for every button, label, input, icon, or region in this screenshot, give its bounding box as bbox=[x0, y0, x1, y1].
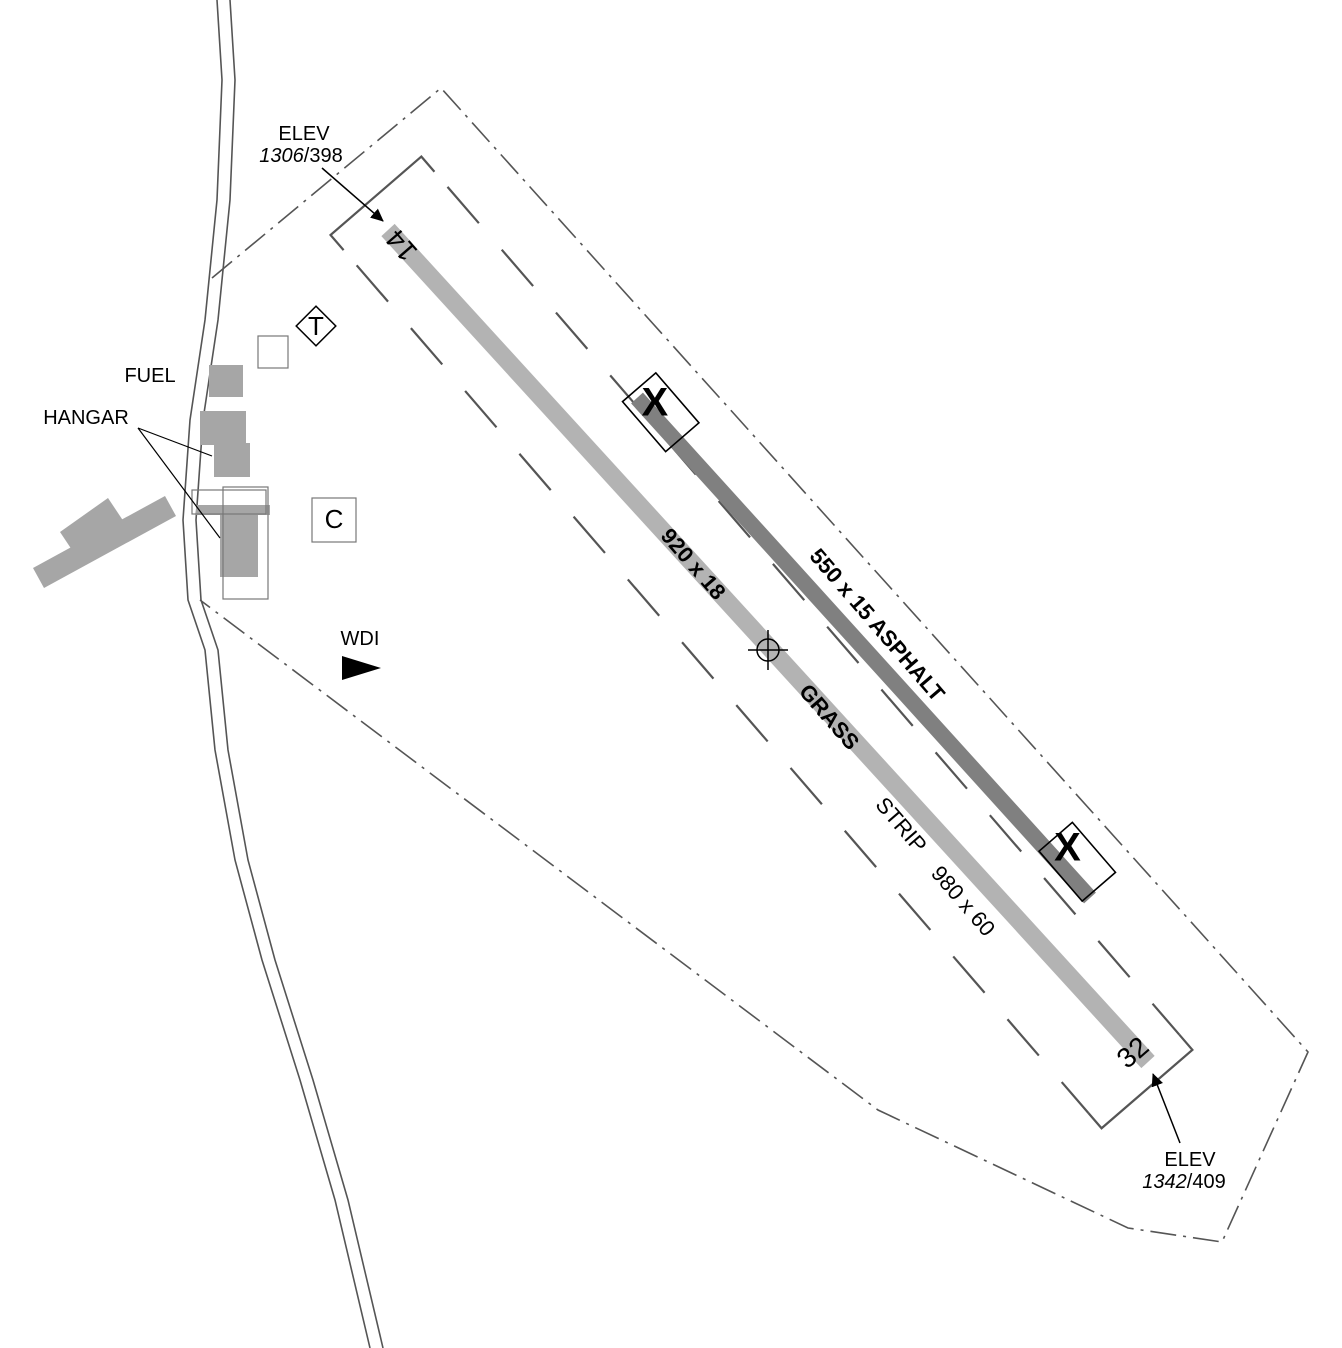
building-long bbox=[33, 496, 176, 588]
elev-label: ELEV bbox=[1164, 1149, 1216, 1171]
runway-strip bbox=[328, 155, 1194, 1130]
c-box-label: C bbox=[325, 504, 344, 534]
building-outlines bbox=[191, 335, 357, 600]
elev-value: 1342/409 bbox=[1142, 1171, 1225, 1193]
hangar-building-1 bbox=[200, 411, 246, 445]
strip-edge-east bbox=[446, 186, 1181, 1036]
hangar-building-2 bbox=[214, 443, 250, 477]
elev-value: 1306/398 bbox=[259, 145, 342, 167]
closed-marker-north: X bbox=[621, 371, 701, 453]
grass-runway-surface: GRASS bbox=[794, 679, 864, 755]
elev-label: ELEV bbox=[278, 123, 330, 145]
asphalt-runway bbox=[631, 392, 1096, 904]
hangar-label: HANGAR bbox=[43, 407, 129, 429]
strip-edge-west bbox=[355, 264, 1090, 1114]
strip-end-north bbox=[328, 155, 436, 251]
aerodrome-boundary bbox=[199, 86, 1309, 1243]
hangar-building-3 bbox=[220, 505, 258, 577]
closed-marker-south: X bbox=[1037, 821, 1117, 903]
elev-arrow bbox=[1151, 1073, 1181, 1144]
elevation-callout-south: ELEV 1342/409 bbox=[1142, 1073, 1226, 1193]
strip-end-south bbox=[1087, 1033, 1194, 1130]
fuel-building bbox=[209, 365, 243, 397]
wind-direction-indicator-icon bbox=[342, 656, 381, 680]
closed-mark-label: X bbox=[1054, 825, 1081, 869]
aerodrome-reference-point-icon bbox=[748, 630, 788, 670]
closed-mark-label: X bbox=[642, 380, 669, 424]
asphalt-runway-label: 550 x 15 ASPHALT bbox=[805, 544, 951, 707]
buildings bbox=[33, 365, 270, 588]
hangar-leaders bbox=[137, 427, 221, 539]
elevation-callout-north: ELEV 1306/398 bbox=[259, 123, 384, 222]
t-box bbox=[295, 305, 337, 347]
elev-arrow bbox=[321, 167, 384, 222]
wdi-label: WDI bbox=[341, 628, 380, 650]
building-annex bbox=[60, 498, 124, 556]
building-strip bbox=[196, 505, 270, 515]
road bbox=[182, 0, 384, 1348]
grass-runway-dims: 920 x 18 bbox=[656, 523, 731, 604]
fuel-label: FUEL bbox=[124, 365, 175, 387]
t-box-label: T bbox=[308, 311, 324, 341]
